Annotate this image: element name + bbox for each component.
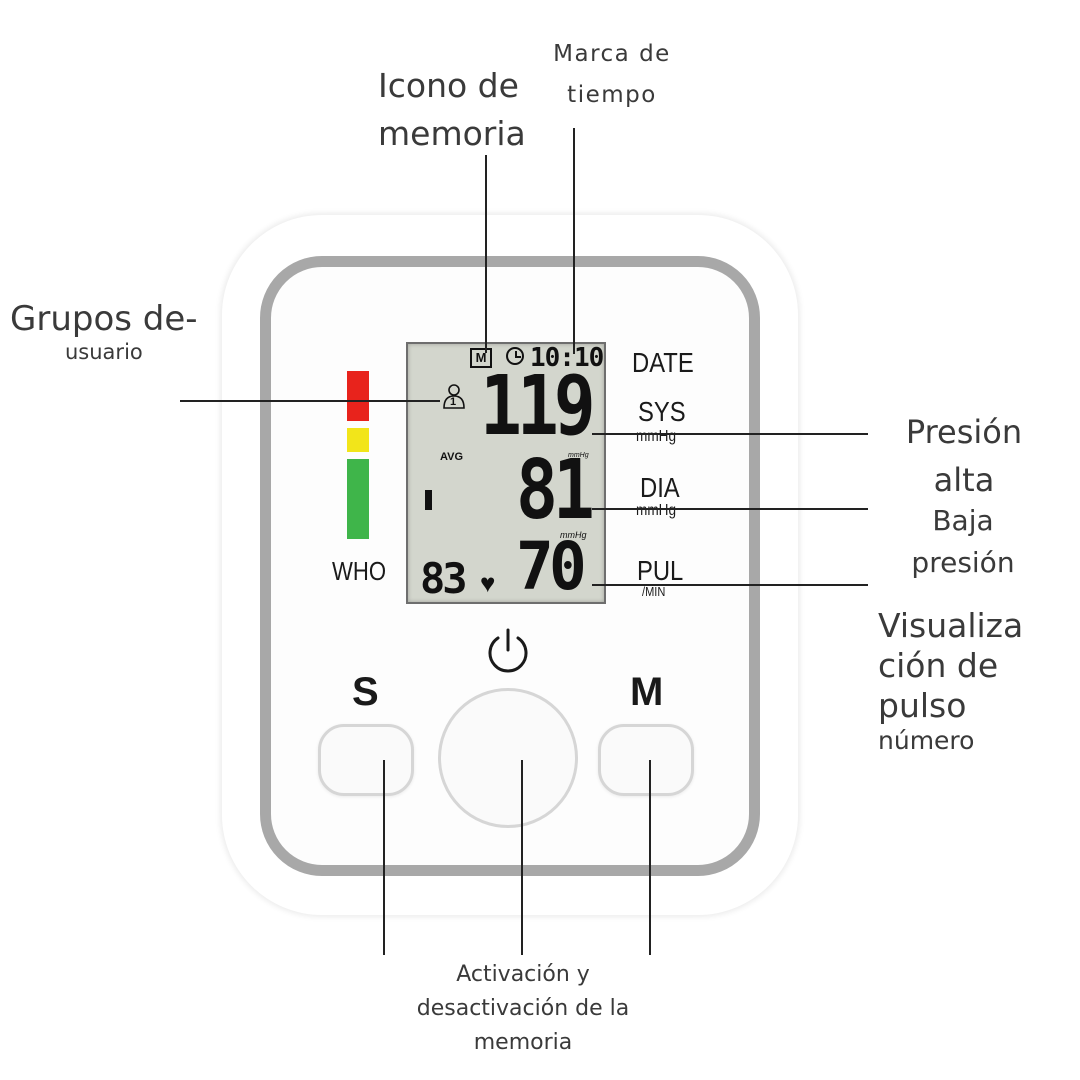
annotation-high-pressure-line1: Presión: [905, 413, 1023, 451]
s-button-label: S: [352, 670, 379, 714]
user-icon: [442, 384, 466, 410]
annotation-pulse-display: Visualiza ción de pulso número: [878, 606, 1023, 756]
who-label: WHO: [332, 556, 387, 586]
annotation-low-pressure-line2: presión: [911, 546, 1015, 579]
annotation-memory-icon: Icono de memoria: [378, 62, 526, 158]
callout-line-m-button: [649, 760, 651, 955]
clock-icon: [506, 347, 524, 365]
annotation-low-pressure: Baja presión: [880, 500, 1046, 584]
pul-label: PUL: [637, 555, 684, 586]
avg-label: AVG: [440, 451, 464, 463]
annotation-memory-toggle-line1: Activación y: [456, 962, 590, 987]
power-icon: [482, 624, 534, 676]
annotation-memory-toggle-line2: desactivación de la: [416, 996, 630, 1021]
pul-unit-label: /MIN: [642, 584, 666, 599]
annotation-pulse-line3: pulso: [878, 686, 967, 725]
power-button[interactable]: [438, 688, 578, 828]
callout-line-timestamp: [573, 128, 575, 354]
annotation-user-groups-line1: Grupos de-: [10, 299, 198, 339]
m-button[interactable]: [598, 724, 694, 796]
who-indicator-red: [347, 371, 369, 421]
m-button-label: M: [630, 670, 664, 714]
annotation-high-pressure: Presión alta: [880, 408, 1048, 504]
secondary-reading: 83: [420, 554, 468, 603]
callout-line-pulse: [592, 584, 868, 586]
annotation-pulse-line4: número: [878, 726, 975, 755]
callout-line-s-button: [383, 760, 385, 955]
annotation-memory-toggle-line3: memoria: [473, 1030, 573, 1055]
annotation-pulse-line2: ción de: [878, 646, 999, 685]
annotation-pulse-line1: Visualiza: [878, 606, 1024, 645]
pulse-value: 70: [516, 528, 587, 605]
who-indicator-green: [347, 459, 369, 539]
annotation-high-pressure-line2: alta: [933, 461, 995, 499]
date-label: DATE: [632, 347, 694, 378]
annotation-memory-icon-line2: memoria: [378, 114, 526, 153]
callout-line-high-pressure: [592, 433, 868, 435]
annotation-memory-icon-line1: Icono de: [378, 66, 519, 105]
systolic-value: 119: [480, 359, 596, 454]
time-display: 10:10: [530, 343, 604, 373]
diastolic-unit-small: mmHg: [560, 530, 587, 540]
annotation-user-groups-line2: usuario: [65, 340, 143, 364]
who-indicator-yellow: [347, 428, 369, 452]
callout-line-memory-icon: [485, 155, 487, 353]
annotation-timestamp: Marca de tiempo: [548, 34, 676, 116]
annotation-timestamp-line2: tiempo: [567, 82, 657, 108]
memory-badge: M: [470, 348, 492, 368]
callout-line-low-pressure: [592, 508, 868, 510]
user-number: 1: [450, 396, 457, 408]
sys-unit-label: mmHg: [636, 428, 677, 445]
callout-line-power-button: [521, 760, 523, 955]
dia-label: DIA: [640, 472, 680, 503]
heart-icon: ♥: [480, 568, 496, 598]
callout-line-user-groups: [180, 400, 440, 402]
dia-unit-label: mmHg: [636, 502, 677, 519]
diastolic-value: 81: [516, 443, 595, 538]
annotation-user-groups: Grupos de- usuario: [10, 298, 198, 364]
s-button[interactable]: [318, 724, 414, 796]
systolic-unit-small: mmHg: [568, 452, 589, 459]
sys-label: SYS: [638, 396, 686, 427]
annotation-timestamp-line1: Marca de: [553, 41, 671, 67]
battery-segment: [425, 490, 432, 510]
annotation-memory-toggle: Activación y desactivación de la memoria: [402, 958, 644, 1060]
annotation-low-pressure-line1: Baja: [932, 504, 994, 537]
lcd-screen: M 10:10 1 119 mmHg AVG 81 mmHg 83 ♥ 70: [406, 342, 606, 604]
